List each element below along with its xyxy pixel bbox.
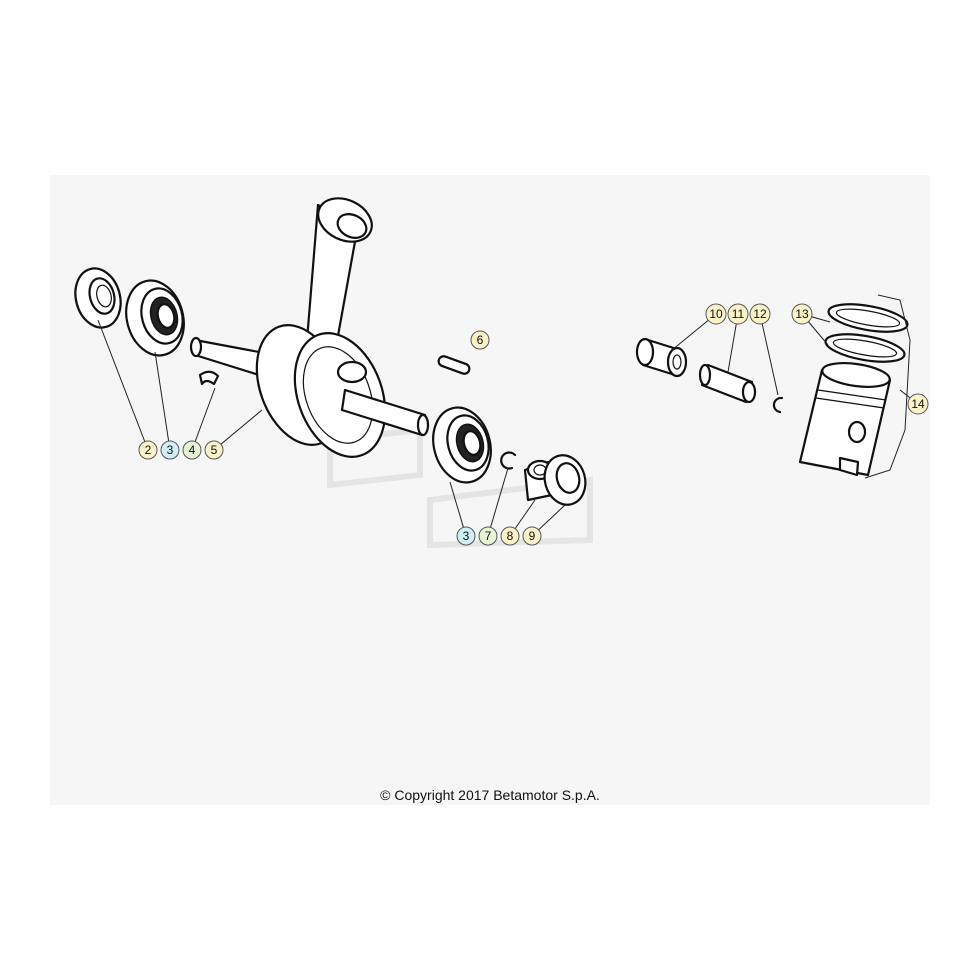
- callout-2: 2: [138, 440, 158, 460]
- circlip[interactable]: [772, 396, 784, 414]
- svg-text:6: 6: [477, 333, 484, 347]
- copyright-notice: © Copyright 2017 Betamotor S.p.A.: [380, 787, 600, 803]
- oil-seal-right[interactable]: [539, 451, 591, 510]
- callout-4: 4: [182, 440, 202, 460]
- svg-text:5: 5: [211, 443, 218, 457]
- crank-pin[interactable]: [437, 355, 471, 375]
- main-bearing-left[interactable]: [118, 274, 192, 362]
- svg-text:8: 8: [507, 529, 514, 543]
- callout-9: 9: [522, 526, 542, 546]
- svg-text:11: 11: [732, 307, 745, 321]
- callout-6: 6: [470, 330, 490, 350]
- callout-5: 5: [204, 440, 224, 460]
- svg-text:14: 14: [911, 397, 925, 411]
- callout-8: 8: [500, 526, 520, 546]
- main-bearing-right[interactable]: [425, 401, 499, 489]
- svg-text:3: 3: [463, 529, 470, 543]
- svg-text:13: 13: [795, 307, 809, 321]
- svg-text:12: 12: [753, 307, 767, 321]
- piston-rings[interactable]: [824, 299, 910, 367]
- callout-12: 12: [749, 303, 771, 325]
- retaining-ring[interactable]: [500, 451, 517, 470]
- needle-cage[interactable]: [635, 337, 688, 378]
- callout-3-left: 3: [160, 440, 180, 460]
- svg-text:3: 3: [167, 443, 174, 457]
- leader-lines: [97, 313, 919, 537]
- svg-text:7: 7: [485, 529, 492, 543]
- callout-11: 11: [727, 303, 749, 325]
- diagram-panel: [50, 175, 930, 805]
- svg-text:10: 10: [709, 307, 723, 321]
- crankshaft-assembly[interactable]: [189, 190, 430, 469]
- callout-13: 13: [791, 303, 813, 325]
- woodruff-key[interactable]: [198, 370, 220, 386]
- svg-text:4: 4: [189, 443, 196, 457]
- oil-seal-left[interactable]: [69, 263, 127, 332]
- callout-7: 7: [478, 526, 498, 546]
- callout-14: 14: [907, 393, 929, 415]
- callout-3-right: 3: [456, 526, 476, 546]
- piston[interactable]: [798, 294, 911, 479]
- svg-text:9: 9: [529, 529, 536, 543]
- callout-10: 10: [705, 303, 727, 325]
- piston-pin[interactable]: [698, 363, 757, 404]
- svg-text:2: 2: [145, 443, 152, 457]
